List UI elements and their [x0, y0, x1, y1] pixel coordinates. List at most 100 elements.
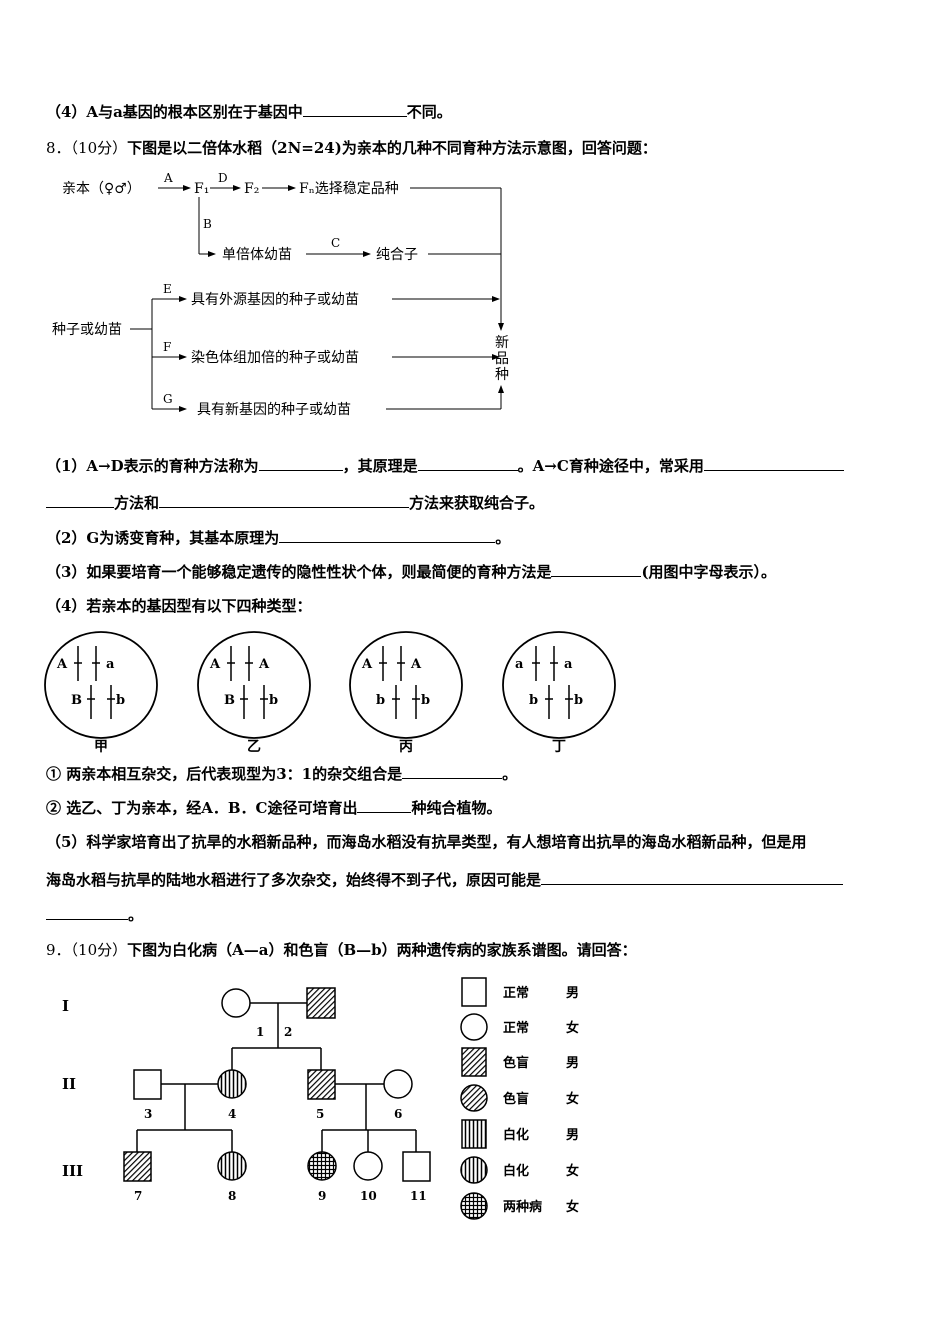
diagram-pure: 纯合子	[376, 247, 418, 263]
cell-4-name: 丁	[552, 739, 566, 755]
q8-p4-2-blank[interactable]	[357, 797, 412, 813]
q9-number: 9．	[46, 941, 71, 959]
legend-4-label: 色盲	[503, 1091, 529, 1107]
legend-1-sex: 男	[566, 986, 579, 1001]
cell-1-allele-bottom-left: B	[71, 693, 82, 708]
cell-4-allele-top-left: a	[515, 657, 524, 672]
cell-2-allele-top-right: A	[258, 657, 270, 672]
diagram-label-d: D	[218, 171, 228, 185]
q8-p4-1-end: 。	[502, 765, 518, 783]
q8-p1-text-a: （1）A→D表示的育种方法称为	[46, 457, 259, 475]
legend-2-sex: 女	[566, 1020, 579, 1036]
individual-9-both-diseases-female	[307, 1151, 337, 1181]
diagram-label-c: C	[331, 236, 340, 250]
q8-p1-blank-2[interactable]	[417, 455, 518, 471]
q8-p4-1-line: ① 两亲本相互杂交，后代表现型为3：1的杂交组合是 。	[46, 763, 517, 784]
legend-colorblind-female-symbol	[460, 1084, 488, 1112]
legend-7-label: 两种病	[503, 1199, 542, 1215]
diagram-label-f: F	[163, 340, 171, 354]
cell-4-allele-bottom-right: b	[574, 693, 583, 708]
q8-stem: 下图是以二倍体水稻（2N=24)为亲本的几种不同育种方法示意图，回答问题：	[127, 139, 657, 157]
cell-4-outline	[502, 631, 616, 739]
diagram-f-text: 染色体组加倍的种子或幼苗	[191, 349, 359, 366]
individual-9-number: 9	[318, 1189, 326, 1203]
generation-3-label: III	[62, 1162, 83, 1180]
q8-p3-text: （3）如果要培育一个能够稳定遗传的隐性性状个体，则最简便的育种方法是	[46, 563, 552, 581]
individual-8-albino-female	[217, 1151, 247, 1181]
legend-6-label: 白化	[503, 1163, 529, 1179]
q8-p4-2-line: ② 选乙、丁为亲本，经A．B．C途径可培育出 种纯合植物。	[46, 797, 502, 818]
q8-p1-blank-1[interactable]	[258, 455, 343, 471]
cell-3-name: 丙	[399, 739, 413, 755]
q8-score: （10分）	[70, 139, 128, 157]
q8-p1-text-c: 。A→C育种途径中，常采用	[517, 457, 704, 475]
q8-p2-line: （2）G为诱变育种，其基本原理为。	[46, 527, 510, 548]
q7-part4-suffix: 不同。	[406, 103, 452, 121]
q8-number: 8．	[46, 139, 71, 157]
individual-1-number: 1	[256, 1025, 264, 1039]
cell-1-name: 甲	[94, 739, 108, 755]
individual-11-number: 11	[410, 1189, 427, 1203]
legend-3-sex: 男	[566, 1056, 579, 1071]
diagram-g-text: 具有新基因的种子或幼苗	[197, 401, 351, 418]
individual-4-number: 4	[228, 1107, 236, 1121]
legend-6-sex: 女	[566, 1163, 579, 1179]
legend-5-sex: 男	[566, 1128, 579, 1143]
cell-2-outline	[197, 631, 311, 739]
cell-2-name: 乙	[247, 739, 261, 755]
q7-part4-blank[interactable]	[302, 101, 407, 117]
cell-2-allele-bottom-left: B	[224, 693, 235, 708]
q8-p2-blank[interactable]	[279, 527, 496, 543]
cell-4-allele-bottom-left: b	[529, 693, 538, 708]
cell-3-allele-top-left: A	[361, 657, 373, 672]
q8-p3-blank[interactable]	[551, 561, 642, 577]
diagram-new-1: 新	[495, 335, 509, 351]
pedigree-legend	[460, 977, 488, 1220]
legend-albino-female-symbol	[460, 1156, 488, 1184]
q8-p1-blank-4[interactable]	[46, 492, 114, 508]
cell-3-outline	[349, 631, 463, 739]
legend-4-sex: 女	[566, 1091, 579, 1107]
q8-p4-2-end: 种纯合植物。	[411, 799, 502, 817]
q8-p1-blank-5[interactable]	[159, 492, 410, 508]
cell-3-allele-top-right: A	[410, 657, 422, 672]
individual-4-albino-female	[217, 1069, 247, 1099]
individual-3-number: 3	[144, 1107, 152, 1121]
individual-2-colorblind-male	[306, 987, 336, 1019]
q8-p4-1-blank[interactable]	[402, 763, 503, 779]
cell-1-allele-bottom-right: b	[116, 693, 125, 708]
q8-p4-1-text: ① 两亲本相互杂交，后代表现型为3：1的杂交组合是	[46, 765, 403, 783]
diagram-seed: 种子或幼苗	[52, 322, 122, 338]
q8-p1-blank-3[interactable]	[703, 455, 844, 471]
individual-5-number: 5	[316, 1107, 324, 1121]
q8-p5-line2: 海岛水稻与抗旱的陆地水稻进行了多次杂交，始终得不到子代，原因可能是	[46, 869, 844, 890]
q8-p5-line3: 。	[46, 904, 143, 925]
q8-p5-text-1: （5）科学家培育出了抗旱的水稻新品种，而海岛水稻没有抗旱类型，有人想培育出抗旱的…	[46, 833, 807, 851]
legend-5-label: 白化	[503, 1127, 529, 1143]
q7-part4-prefix: （4）A与a基因的根本区别在于基因中	[46, 103, 303, 121]
q8-p1-text-e: 方法来获取纯合子。	[409, 494, 545, 512]
q8-p1-text-b: ，其原理是	[342, 457, 418, 475]
q8-p1-line2: 方法和方法来获取纯合子。	[46, 492, 544, 513]
q9-score: （10分）	[70, 941, 128, 959]
diagram-e-text: 具有外源基因的种子或幼苗	[191, 291, 359, 308]
cell-2-allele-top-left: A	[209, 657, 221, 672]
q8-p5-blank-2[interactable]	[46, 904, 128, 920]
q8-p5-blank-1[interactable]	[541, 869, 844, 885]
q8-p4-2-text: ② 选乙、丁为亲本，经A．B．C途径可培育出	[46, 799, 358, 817]
legend-7-sex: 女	[566, 1199, 579, 1215]
q8-p5-line1: （5）科学家培育出了抗旱的水稻新品种，而海岛水稻没有抗旱类型，有人想培育出抗旱的…	[46, 832, 806, 852]
cell-1-allele-top-right: a	[106, 657, 115, 672]
q8-p2-end: 。	[495, 529, 511, 547]
diagram-haploid: 单倍体幼苗	[222, 247, 292, 263]
legend-colorblind-male-symbol	[461, 1047, 487, 1077]
diagram-label-e: E	[163, 282, 172, 296]
legend-2-label: 正常	[503, 1020, 529, 1036]
q8-stem-line: 8．（10分）下图是以二倍体水稻（2N=24)为亲本的几种不同育种方法示意图，回…	[46, 138, 657, 158]
individual-6-normal-female	[383, 1069, 413, 1099]
cell-3-allele-bottom-left: b	[376, 693, 385, 708]
individual-8-number: 8	[228, 1189, 236, 1203]
individual-7-colorblind-male	[123, 1151, 152, 1182]
diagram-f1: F₁	[194, 181, 209, 197]
